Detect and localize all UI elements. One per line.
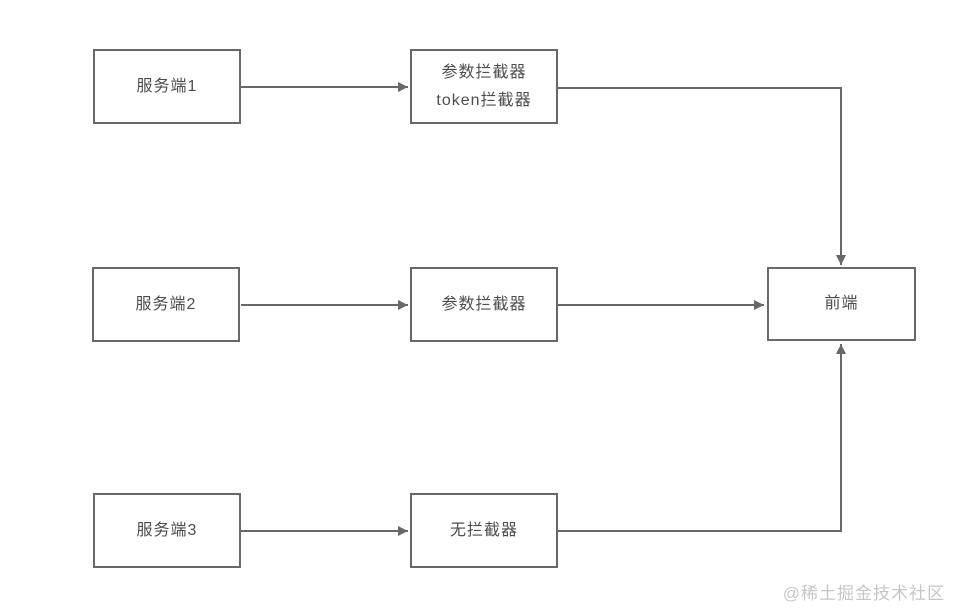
node-server3: 服务端3 — [93, 493, 241, 568]
node-no-interceptor-label: 无拦截器 — [449, 521, 518, 539]
node-server1: 服务端1 — [93, 49, 241, 124]
edge-no-interceptor-to-frontend — [558, 344, 846, 532]
node-interceptor-param: 参数拦截器 — [410, 267, 558, 342]
node-interceptor-token: 参数拦截器 token拦截器 — [410, 49, 558, 124]
node-frontend: 前端 — [767, 267, 916, 341]
edge-interceptor-token-to-frontend — [558, 87, 846, 265]
node-interceptor-token-line1: 参数拦截器 — [441, 63, 527, 81]
node-server2-label: 服务端2 — [135, 295, 197, 313]
node-frontend-label: 前端 — [824, 295, 859, 312]
node-no-interceptor: 无拦截器 — [410, 493, 558, 568]
node-server1-label: 服务端1 — [136, 77, 198, 95]
node-server2: 服务端2 — [92, 267, 240, 342]
node-server3-label: 服务端3 — [136, 521, 198, 539]
watermark: @稀土掘金技术社区 — [782, 584, 945, 603]
node-interceptor-param-label: 参数拦截器 — [441, 295, 527, 313]
node-interceptor-token-line2: token拦截器 — [436, 91, 532, 109]
